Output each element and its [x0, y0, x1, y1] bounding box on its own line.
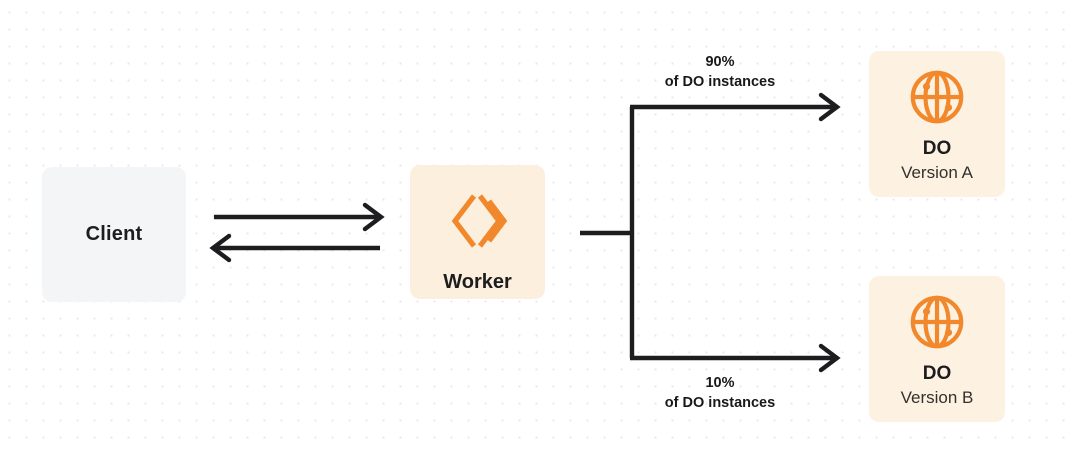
node-do-version-a[interactable]: DO Version A	[869, 51, 1005, 197]
edge-label-90-percent-value: 90%	[705, 54, 735, 70]
edge-label-10-percent-value: 10%	[705, 375, 735, 391]
edge-client-to-worker	[214, 202, 385, 232]
edge-worker-split-bus	[580, 107, 635, 358]
globe-icon	[908, 293, 966, 351]
edge-label-10-percent: 10% of DO instances	[597, 373, 843, 413]
node-do-a-sublabel: Version A	[901, 162, 973, 182]
node-client[interactable]: Client	[42, 167, 186, 302]
edge-worker-to-client	[209, 233, 380, 263]
node-worker-label: Worker	[443, 271, 512, 293]
edge-label-90-percent: 90% of DO instances	[597, 52, 843, 92]
node-do-b-label: DO	[922, 363, 952, 384]
cloudflare-workers-icon	[444, 187, 512, 255]
node-do-b-sublabel: Version B	[900, 387, 974, 407]
node-do-version-b[interactable]: DO Version B	[869, 276, 1005, 422]
edge-worker-to-do-b	[630, 343, 841, 373]
node-client-label: Client	[85, 223, 143, 245]
node-do-a-label: DO	[922, 138, 952, 159]
edge-label-10-percent-description: of DO instances	[664, 395, 776, 411]
node-worker[interactable]: Worker	[410, 165, 545, 299]
globe-icon	[908, 68, 966, 126]
edge-label-90-percent-description: of DO instances	[664, 74, 776, 90]
edge-worker-to-do-a	[630, 92, 841, 122]
